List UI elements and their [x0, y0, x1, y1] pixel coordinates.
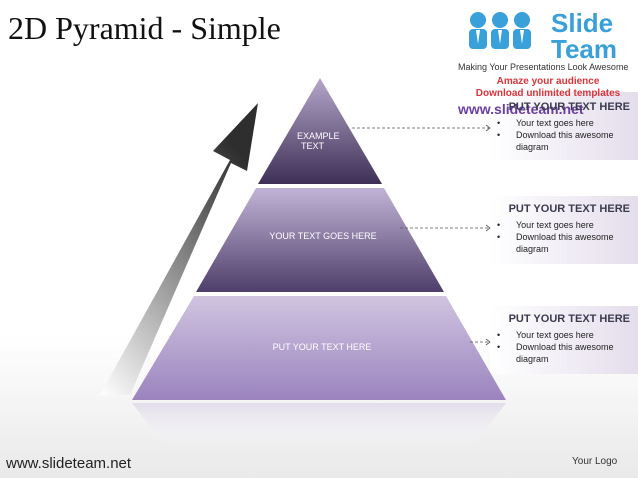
logo-website: www.slideteam.net: [458, 101, 584, 117]
logo-promo-1: Amaze your audience: [496, 76, 600, 87]
panel-2-bullet-2-cont: diagram: [516, 244, 549, 254]
panel-2-bullet-1: Your text goes here: [490, 219, 638, 231]
logo-tagline: Making Your Presentations Look Awesome: [458, 62, 629, 72]
tier-bottom-label: PUT YOUR TEXT HERE: [272, 342, 372, 352]
footer-url: www.slideteam.net: [6, 455, 132, 472]
tier-top-label-line2: TEXT: [301, 141, 325, 151]
panel-2-heading: PUT YOUR TEXT HERE: [508, 203, 630, 215]
tier-top-label-line1: EXAMPLE: [297, 131, 340, 141]
panel-1: PUT YOUR TEXT HERE Your text goes here D…: [490, 101, 638, 153]
pyramid-tier-bottom: [132, 296, 506, 400]
panel-2: PUT YOUR TEXT HERE Your text goes here D…: [490, 203, 638, 255]
footer-logo-placeholder: Your Logo: [572, 456, 618, 467]
panel-1-bullet-2: Download this awesome: [490, 129, 638, 141]
panel-1-bullets: Your text goes here Download this awesom…: [490, 117, 638, 141]
panel-1-heading: PUT YOUR TEXT HERE: [508, 101, 630, 113]
panel-2-bullet-2: Download this awesome: [490, 231, 638, 243]
tier-top-label: EXAMPLE TEXT: [297, 131, 340, 151]
pyramid-tier-top: [258, 78, 382, 184]
pyramid-reflection: [132, 403, 506, 450]
logo-promo-2: Download unlimited templates: [475, 88, 621, 99]
panel-1-bullet-2-cont: diagram: [516, 142, 549, 152]
slide-title: 2D Pyramid - Simple: [8, 10, 281, 46]
panel-3: PUT YOUR TEXT HERE Your text goes here D…: [490, 313, 638, 365]
logo-word-team: Team: [551, 34, 617, 64]
panel-3-heading: PUT YOUR TEXT HERE: [508, 313, 630, 325]
panel-3-bullet-1: Your text goes here: [490, 329, 638, 341]
pyramid-tier-middle: [196, 188, 444, 292]
tier-middle-label: YOUR TEXT GOES HERE: [269, 231, 377, 241]
logo-word-slide: Slide: [551, 8, 614, 38]
panel-3-bullet-2-cont: diagram: [516, 354, 549, 364]
panel-3-bullets: Your text goes here Download this awesom…: [490, 329, 638, 353]
slideteam-logo: Slide Team Making Your Presentations Loo…: [458, 4, 638, 122]
slideteam-people-icon: [469, 12, 531, 49]
panel-2-bullets: Your text goes here Download this awesom…: [490, 219, 638, 243]
panel-3-bullet-2: Download this awesome: [490, 341, 638, 353]
upward-arrow-icon: [100, 103, 258, 395]
panel-1-bullet-1: Your text goes here: [490, 117, 638, 129]
